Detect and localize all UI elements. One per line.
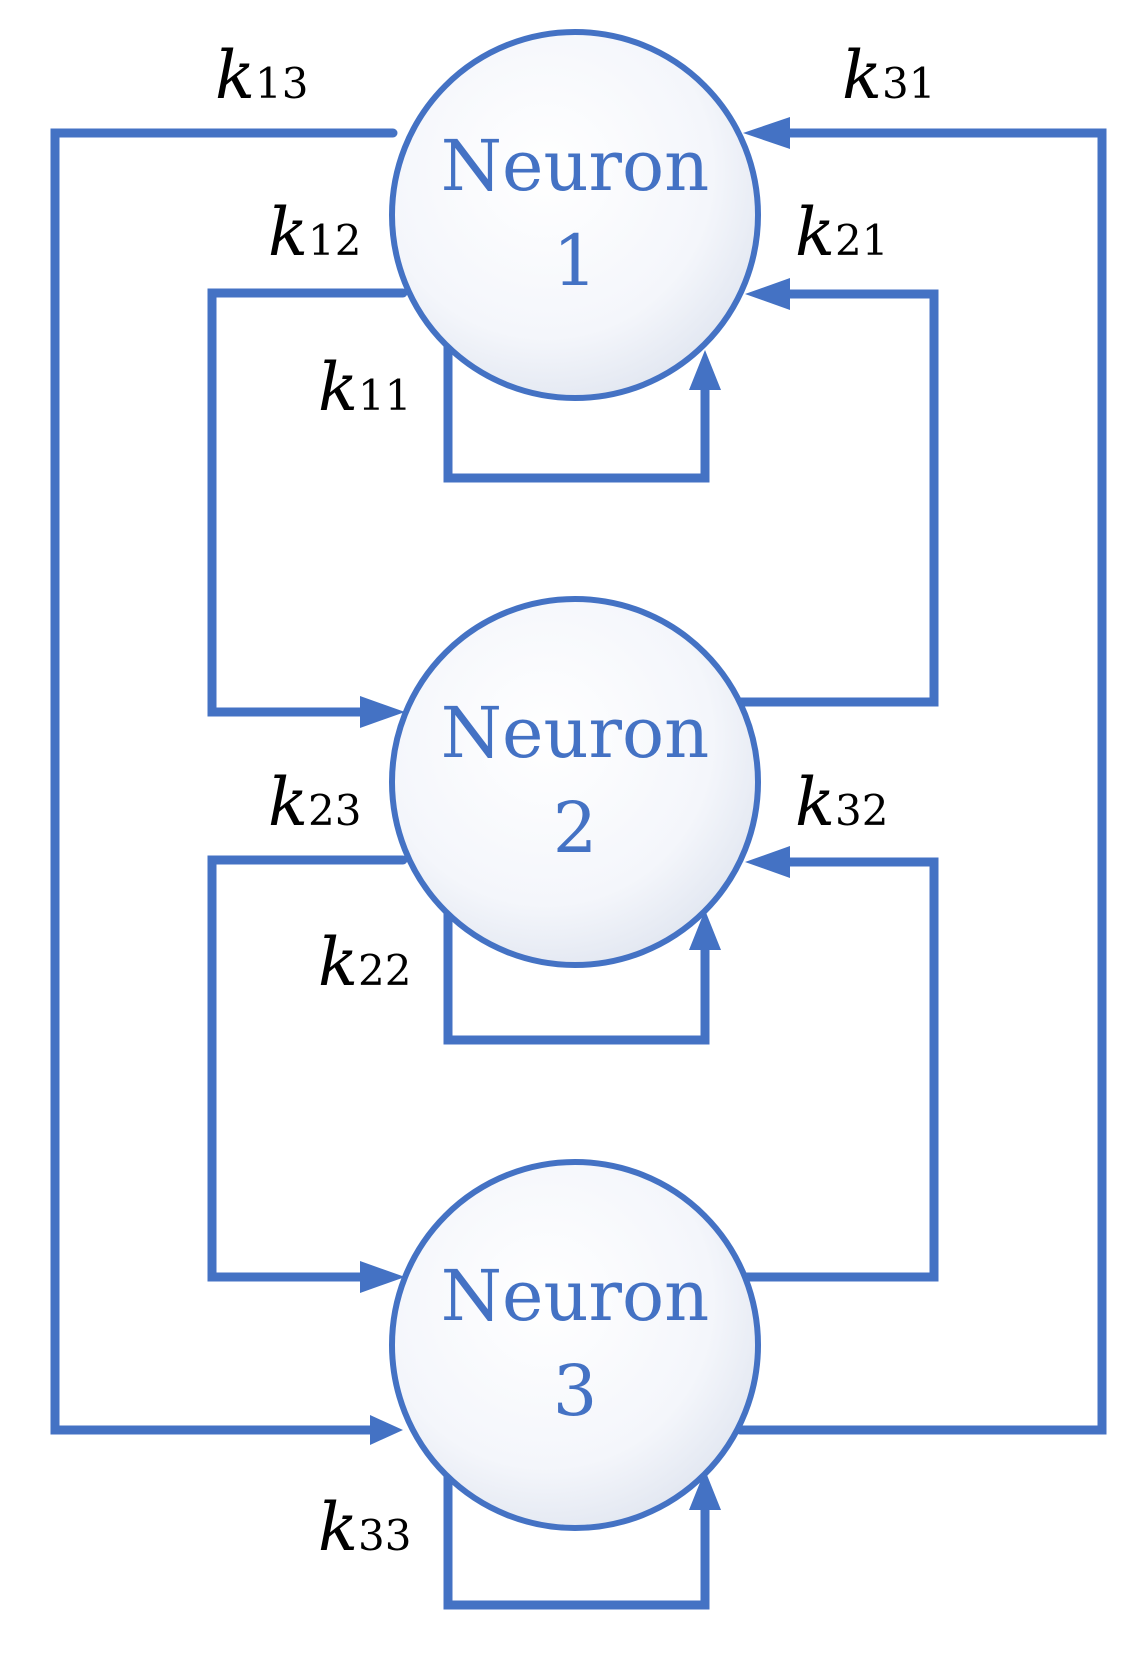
connection-k11 <box>443 335 710 483</box>
weight-label-k32: k32 <box>795 764 888 841</box>
arrowhead-k22 <box>689 910 721 950</box>
weight-label-k23: k23 <box>268 764 361 841</box>
arrowhead-k33 <box>689 1470 721 1510</box>
neuron-3-circle <box>389 1159 761 1531</box>
arrowhead-k21 <box>745 278 790 310</box>
connection-k12 <box>207 288 408 717</box>
weight-label-k21: k21 <box>795 194 888 271</box>
neuron-2-circle <box>389 596 761 968</box>
connection-k33 <box>443 1470 710 1610</box>
neuron-2: Neuron 2 <box>389 596 761 968</box>
neuron-1-circle <box>389 29 761 401</box>
arrowhead-k31 <box>743 117 790 149</box>
weight-label-k33: k33 <box>318 1489 411 1566</box>
neuron-3-number: 3 <box>553 1350 598 1432</box>
neuron-1-number: 1 <box>553 220 598 302</box>
arrowhead-k32 <box>745 846 790 878</box>
arrowhead-k11 <box>689 350 721 390</box>
weight-label-k31: k31 <box>842 37 935 114</box>
connection-k22 <box>443 905 710 1045</box>
connection-k13 <box>50 128 398 1435</box>
neuron-2-label: Neuron <box>441 692 709 774</box>
arrowhead-k23 <box>360 1261 405 1293</box>
weight-label-k12: k12 <box>268 194 361 271</box>
neuron-2-number: 2 <box>553 787 598 869</box>
weight-label-k13: k13 <box>215 37 308 114</box>
neuron-1-label: Neuron <box>441 125 709 207</box>
connection-k21 <box>735 289 939 707</box>
neuron-1: Neuron 1 <box>389 29 761 401</box>
connection-k32 <box>735 857 939 1282</box>
connection-k23 <box>207 855 408 1282</box>
neuron-3: Neuron 3 <box>389 1159 761 1531</box>
weight-label-k11: k11 <box>318 349 411 426</box>
neuron-3-label: Neuron <box>441 1255 709 1337</box>
arrowhead-k12 <box>360 696 405 728</box>
arrowhead-k13 <box>370 1415 403 1445</box>
connection-k31 <box>735 128 1107 1435</box>
weight-label-k22: k22 <box>318 924 411 1001</box>
